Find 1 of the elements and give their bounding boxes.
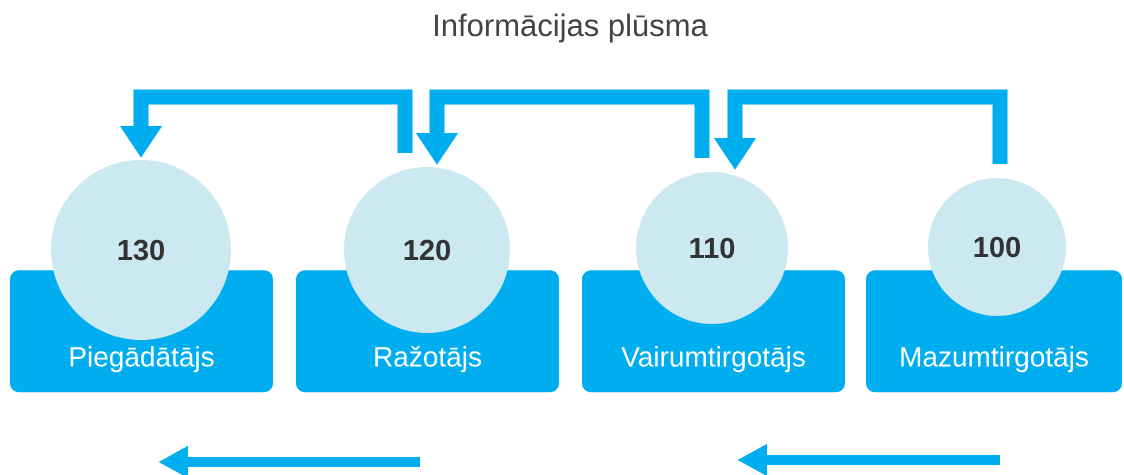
- title: Informācijas plūsma: [435, 13, 708, 43]
